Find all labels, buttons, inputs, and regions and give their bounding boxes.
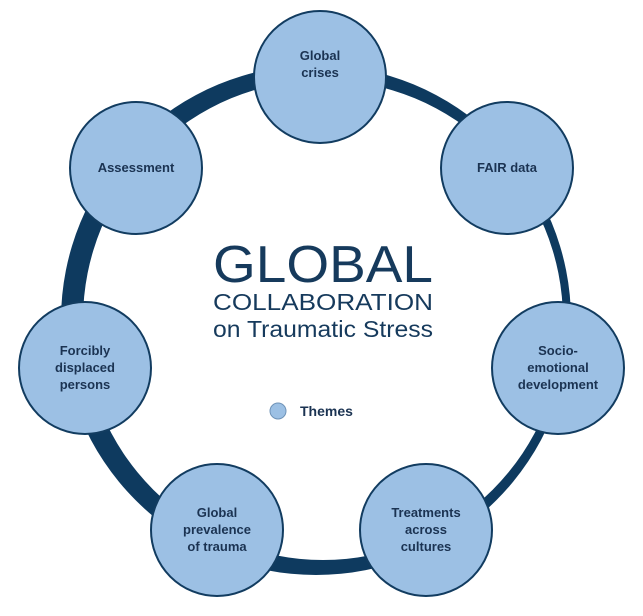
theme-label: of trauma <box>187 539 247 554</box>
theme-node: FAIR data <box>440 101 574 235</box>
theme-label: crises <box>301 65 339 80</box>
theme-label: development <box>518 377 599 392</box>
theme-label: Socio- <box>538 343 578 358</box>
theme-circle <box>359 463 493 597</box>
theme-label: displaced <box>55 360 115 375</box>
title-collaboration: COLLABORATION <box>213 289 433 315</box>
theme-label: Treatments <box>391 505 460 520</box>
theme-circle <box>491 301 625 435</box>
title-traumatic-stress: on Traumatic Stress <box>213 316 433 342</box>
theme-label: FAIR data <box>477 160 538 175</box>
theme-circle <box>253 10 387 144</box>
theme-label: cultures <box>401 539 452 554</box>
theme-node: Treatments across cultures <box>359 463 493 597</box>
theme-label: persons <box>60 377 111 392</box>
theme-node: Socio-emotional development <box>491 301 625 435</box>
theme-label: Global <box>197 505 237 520</box>
theme-label: across <box>405 522 447 537</box>
theme-label: Assessment <box>98 160 175 175</box>
theme-label: Forcibly <box>60 343 111 358</box>
legend-label: Themes <box>300 403 353 419</box>
theme-node: Global crises <box>253 10 387 144</box>
theme-circle <box>69 101 203 235</box>
theme-label: prevalence <box>183 522 251 537</box>
theme-node: Assessment <box>69 101 203 235</box>
theme-circle <box>440 101 574 235</box>
theme-node: Global prevalence of trauma <box>150 463 284 597</box>
theme-circle <box>18 301 152 435</box>
title-global: GLOBAL <box>213 236 433 294</box>
theme-circle <box>150 463 284 597</box>
theme-label: Global <box>300 48 340 63</box>
center-title: GLOBAL COLLABORATION on Traumatic Stress <box>213 236 433 342</box>
legend: Themes <box>269 402 353 420</box>
legend-swatch <box>269 402 287 420</box>
theme-node: Forcibly displaced persons <box>18 301 152 435</box>
theme-label: emotional <box>527 360 588 375</box>
